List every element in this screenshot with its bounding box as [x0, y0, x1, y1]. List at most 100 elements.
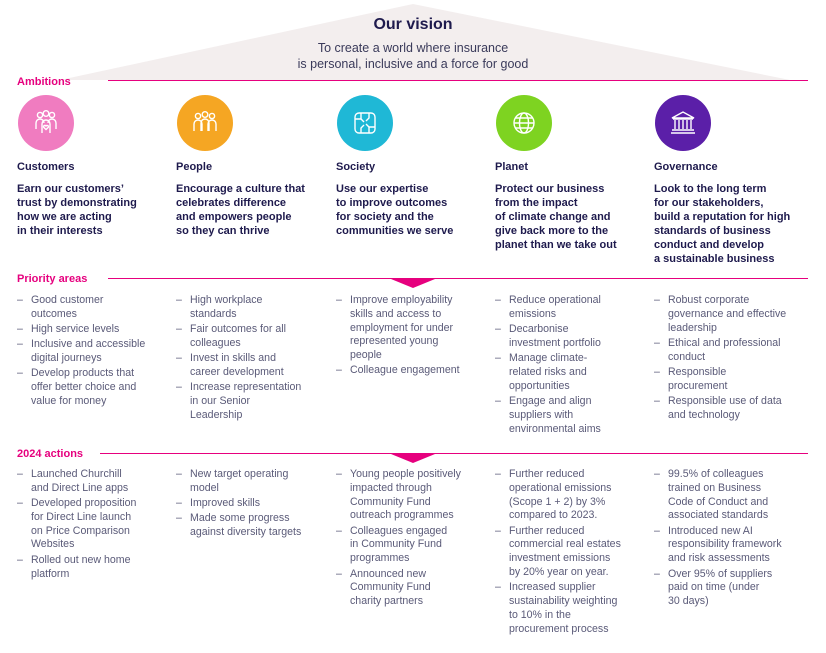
priority-planet-item-line: environmental aims [509, 422, 601, 435]
action-governance-item-line: paid on time (under [668, 581, 760, 594]
action-people-item-line: against diversity targets [190, 526, 302, 539]
priority-planet-list: Reduce operationalemissionsDecarbonisein… [495, 294, 640, 438]
priority-society-item-line: represented young [350, 335, 439, 348]
priority-people-item-line: standards [190, 307, 237, 320]
priority-planet-item-line: related risks and [509, 365, 587, 378]
priority-areas-rule [108, 278, 808, 279]
vision-line: To create a world where insurance [317, 41, 509, 55]
priority-people-item-line: colleagues [190, 336, 241, 349]
action-governance-item-line: Over 95% of suppliers [668, 567, 773, 580]
priority-society-item-line: Improve employability [350, 294, 453, 306]
action-governance-item-line: 99.5% of colleagues [668, 468, 764, 480]
ambition-line: for society and the [336, 211, 434, 223]
ambition-line: to improve outcomes [336, 197, 448, 209]
ambition-line: and empowers people [176, 211, 292, 223]
priority-planet-item-line: Decarbonise [509, 323, 569, 336]
action-people-item: Improved skills [176, 497, 321, 511]
priority-people-item-line: Fair outcomes for all [190, 323, 286, 336]
action-society-item-line: Community Fund [350, 495, 431, 508]
action-customers-item-line: and Direct Line apps [31, 481, 129, 494]
action-planet-item-line: by 20% year on year. [509, 566, 609, 579]
priority-society-item-line: skills and access to [350, 307, 442, 320]
actions-rule [100, 453, 808, 454]
priority-customers-item-line: Inclusive and accessible [31, 338, 146, 351]
pillar-title-society: Society [336, 161, 376, 173]
ambition-line: how we are acting [17, 211, 112, 223]
action-people-item-line: Improved skills [190, 497, 261, 510]
pillar-title-people: People [176, 161, 213, 173]
priority-governance-item-line: and technology [668, 408, 740, 421]
ambition-line: Encourage a culture that [176, 183, 305, 195]
action-governance-item-line: responsibility framework [668, 538, 782, 551]
priority-planet-item-line: investment portfolio [509, 336, 601, 349]
priority-governance-item-line: governance and effective [668, 307, 787, 320]
pillar-title-governance: Governance [654, 161, 718, 173]
pillar-title-customers: Customers [17, 161, 75, 173]
roof-shape [60, 4, 790, 80]
action-planet-item-line: (Scope 1 + 2) by 3% [509, 495, 606, 508]
ambitions-heading: Ambitions [17, 76, 71, 88]
action-governance-item-line: and risk assessments [668, 552, 770, 565]
priority-people-item-line: Leadership [190, 408, 243, 421]
priority-society-item: Colleague engagement [336, 364, 481, 378]
vision-line: is personal, inclusive and a force for g… [297, 57, 529, 71]
action-society-item-line: in Community Fund [350, 538, 442, 551]
action-planet-item-line: to 10% in the [509, 608, 571, 621]
action-planet-item-line: operational emissions [509, 481, 612, 494]
ambition-line: Look to the long term [654, 183, 767, 195]
priority-planet-item-line: Reduce operational [509, 294, 601, 306]
vision-text: To create a world where insurance is per… [0, 40, 826, 72]
priority-customers-item-line: High service levels [31, 323, 120, 336]
action-society-item-line: Announced new [350, 567, 426, 580]
institution-icon [655, 95, 711, 151]
priority-customers-item-line: Good customer [31, 294, 104, 306]
ambition-line: build a reputation for high [654, 211, 791, 223]
priority-customers-item-line: outcomes [31, 307, 77, 320]
ambition-people: Encourage a culture that celebrates diffe… [176, 182, 326, 238]
action-governance-item-line: associated standards [668, 509, 769, 522]
action-governance-item-line: trained on Business [668, 481, 762, 494]
action-people-item-line: Made some progress [190, 512, 290, 525]
action-society-item-line: impacted through [350, 481, 432, 494]
priority-planet-item-line: suppliers with [509, 408, 574, 421]
ambition-governance: Look to the long term for our stakeholder… [654, 182, 804, 266]
action-governance-item-line: 30 days) [668, 595, 709, 608]
priority-people-item-line: career development [190, 365, 284, 378]
priority-governance-item-line: Responsible [668, 365, 727, 378]
ambition-line: celebrates difference [176, 197, 287, 209]
action-planet-item-line: Further reduced [509, 468, 585, 480]
priority-planet-item-line: Manage climate- [509, 352, 588, 365]
action-society-item-line: Community Fund [350, 581, 431, 594]
action-society-item-line: charity partners [350, 595, 424, 608]
action-planet-item-line: commercial real estates [509, 538, 621, 551]
action-customers-item-line: Websites [31, 538, 75, 551]
priority-people-item-line: Increase representation [190, 381, 302, 394]
priority-customers-item-line: Develop products that [31, 367, 135, 380]
vision-title: Our vision [373, 16, 453, 33]
action-customers-item-line: for Direct Line launch [31, 510, 132, 523]
ambition-line: so they can thrive [176, 225, 270, 237]
priority-customers-item-line: offer better choice and [31, 381, 137, 394]
actions-chevron [391, 454, 435, 463]
priority-society-item-line: people [350, 349, 382, 362]
ambitions-rule [108, 80, 808, 81]
ambition-line: for our stakeholders, [654, 197, 764, 209]
priority-planet-item-line: Engage and align [509, 395, 592, 408]
priority-people-item-line: High workplace [190, 294, 263, 306]
